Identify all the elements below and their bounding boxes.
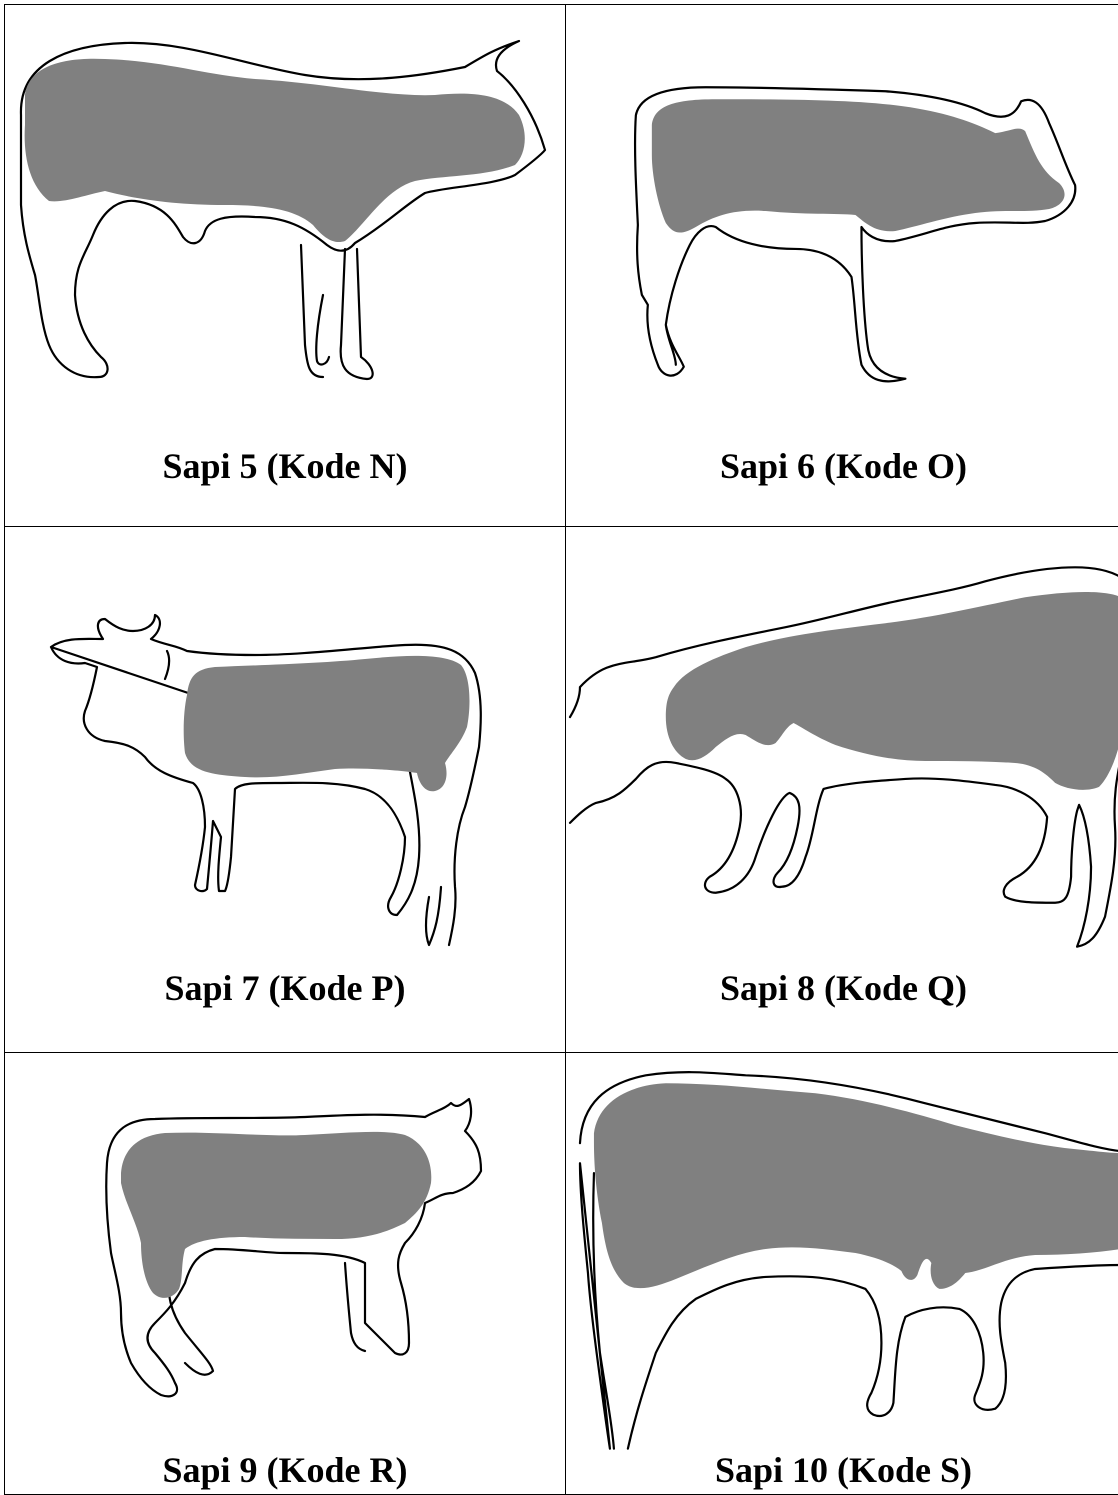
cow-caption: Sapi 10 (Kode S) [566,1449,1118,1491]
cow-patch [666,592,1118,790]
cow-patch [184,656,470,791]
cow-illustration-10 [566,1053,1118,1453]
cow-patch [25,59,525,242]
cow-figure-grid: Sapi 5 (Kode N) Sapi 6 (Kode O) Sapi 7 (… [4,4,1118,1495]
cow-cell-6: Sapi 6 (Kode O) [566,5,1118,527]
cow-caption: Sapi 7 (Kode P) [5,967,565,1009]
cow-cell-8: Sapi 8 (Kode Q) [566,527,1118,1053]
cow-caption: Sapi 6 (Kode O) [566,445,1118,487]
cow-patch [652,99,1065,232]
cow-illustration-7 [5,527,565,967]
cow-illustration-8 [566,527,1118,967]
cow-cell-10: Sapi 10 (Kode S) [566,1053,1118,1495]
cow-caption: Sapi 8 (Kode Q) [566,967,1118,1009]
cow-patch [594,1083,1118,1289]
cow-cell-9: Sapi 9 (Kode R) [5,1053,566,1495]
cow-caption: Sapi 5 (Kode N) [5,445,565,487]
cow-cell-7: Sapi 7 (Kode P) [5,527,566,1053]
grid-row: Sapi 7 (Kode P) Sapi 8 (Kode Q) [5,527,1118,1053]
cow-illustration-9 [5,1053,565,1453]
cow-cell-5: Sapi 5 (Kode N) [5,5,566,527]
cow-illustration-6 [566,5,1118,445]
cow-patch [121,1132,431,1298]
grid-row: Sapi 5 (Kode N) Sapi 6 (Kode O) [5,5,1118,527]
cow-illustration-5 [5,5,565,445]
grid-row: Sapi 9 (Kode R) Sapi 10 (Kode S) [5,1053,1118,1495]
cow-caption: Sapi 9 (Kode R) [5,1449,565,1491]
